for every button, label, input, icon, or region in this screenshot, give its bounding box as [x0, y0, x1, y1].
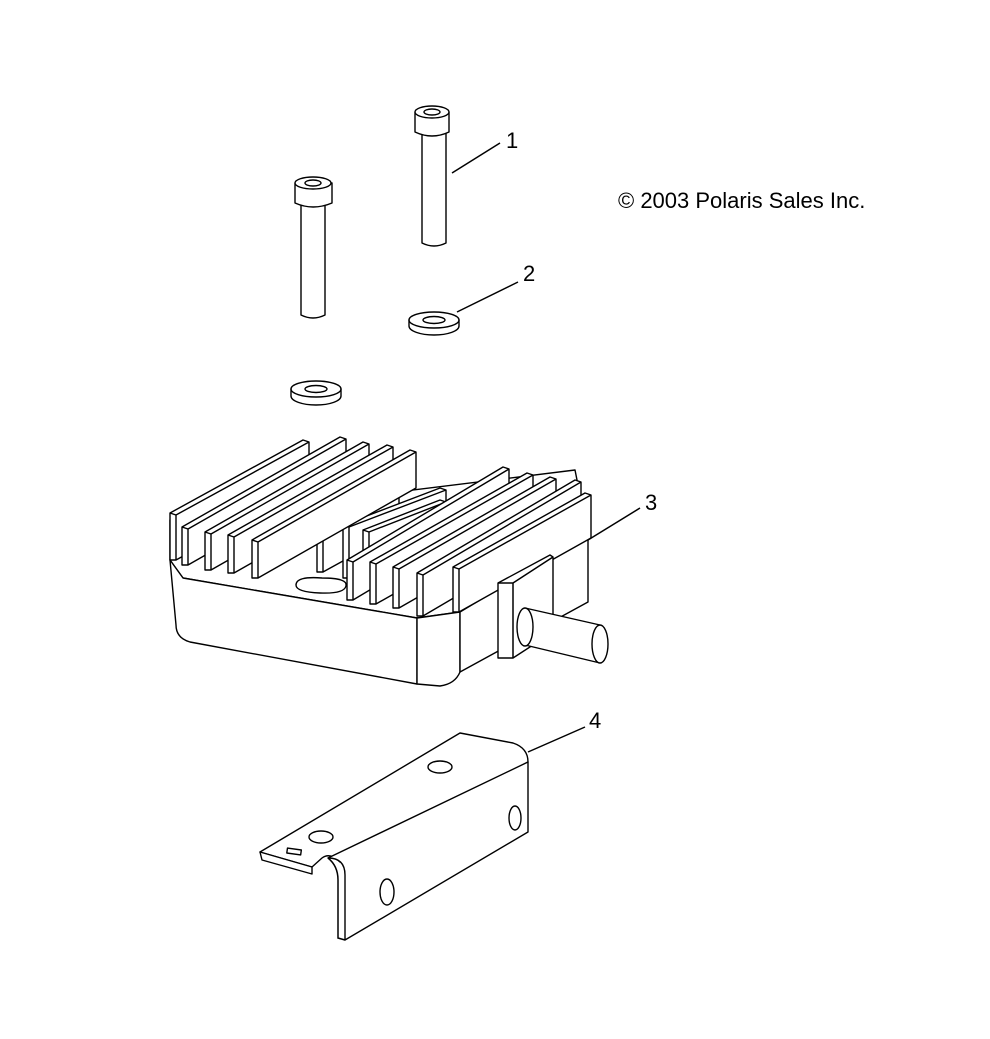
callout-1: 1: [506, 128, 518, 153]
leader-line-1: [451, 142, 501, 174]
callout-2: 2: [523, 261, 535, 286]
callout-4: 4: [589, 708, 601, 733]
regulator-base-corner: [416, 611, 461, 687]
bracket-hole: [427, 760, 453, 774]
washer-2: [290, 380, 342, 406]
heat-sink-fin: [251, 449, 417, 579]
mounting-bracket: [259, 732, 529, 941]
leader-line-2: [456, 281, 519, 313]
connector-pin: [524, 607, 601, 664]
voltage-regulator: [169, 436, 609, 687]
leader-line-4: [527, 726, 586, 753]
heat-sink-fin: [452, 492, 592, 613]
bracket-hole: [379, 878, 395, 906]
bracket-hole: [508, 805, 522, 831]
bracket-hole: [308, 830, 334, 844]
bracket-slot: [286, 847, 303, 856]
bracket-side-face: [327, 761, 529, 941]
bracket-tab-edge: [259, 851, 313, 875]
leader-line-3: [587, 507, 641, 541]
callout-3: 3: [645, 490, 657, 515]
bolt-2: [294, 176, 333, 319]
washer-1: [408, 311, 460, 336]
terminal-socket: [295, 576, 347, 594]
copyright-text: © 2003 Polaris Sales Inc.: [618, 188, 865, 213]
bolt-1: [414, 105, 450, 247]
